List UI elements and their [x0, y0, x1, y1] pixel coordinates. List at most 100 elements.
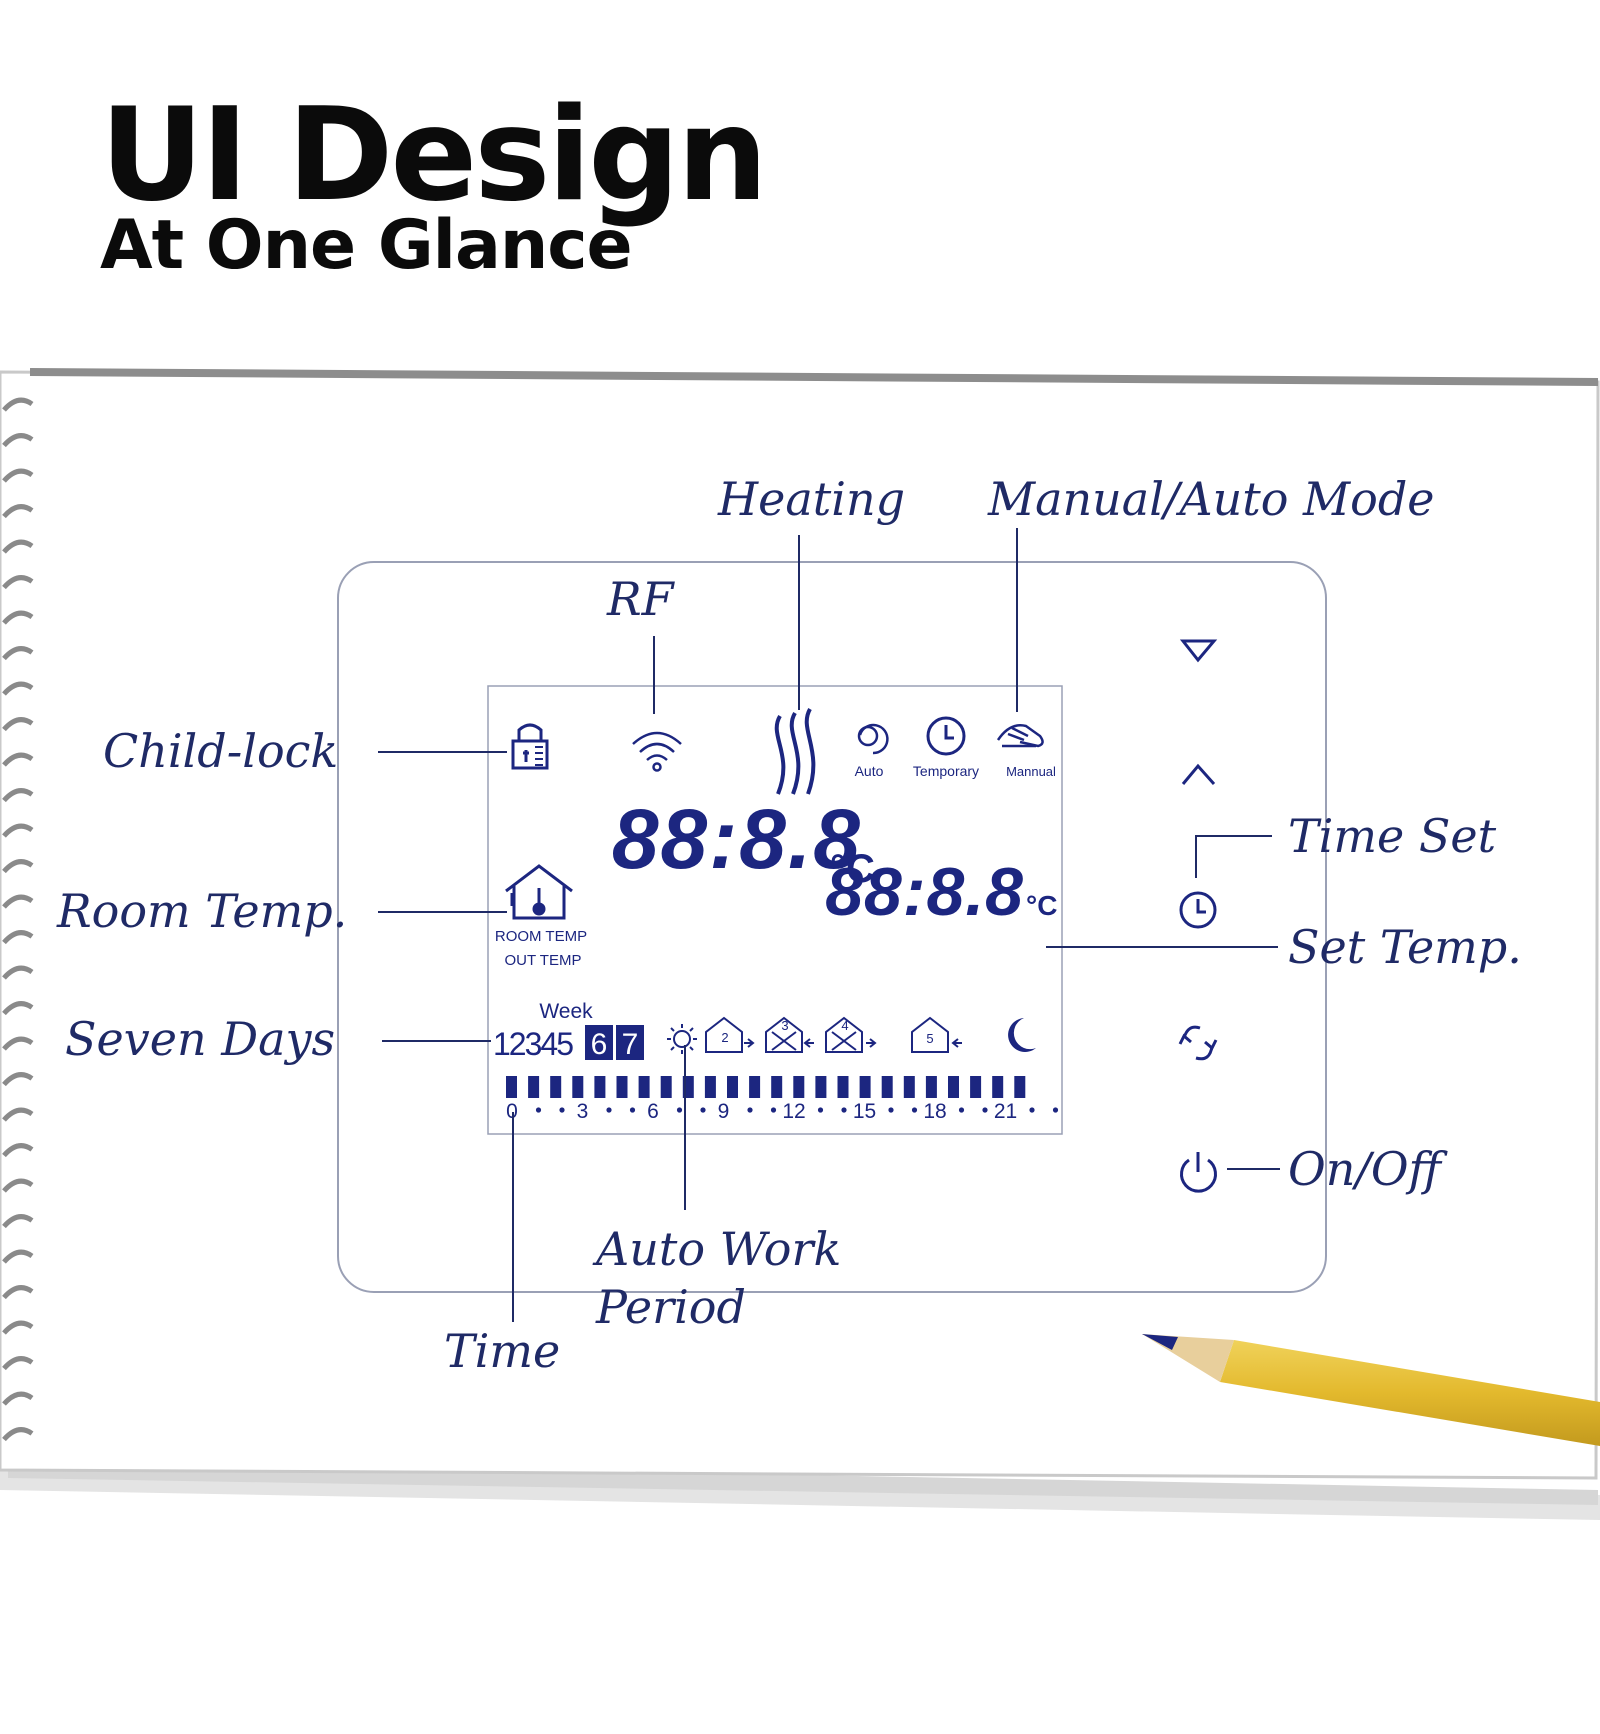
time-bar-segment: [948, 1076, 959, 1098]
time-bar-segment: [837, 1076, 849, 1098]
mode-temporary-label: Temporary: [913, 763, 979, 779]
spiral-coil: [2, 397, 34, 412]
time-bar-segment: [992, 1076, 1004, 1098]
period-number-6: 6: [1024, 1026, 1031, 1041]
time-scale-dot: [958, 1107, 965, 1113]
time-bar-segment: [859, 1076, 871, 1098]
time-bar-segment: [793, 1076, 805, 1098]
time-scale-dot: [841, 1107, 847, 1113]
time-bar-segment: [704, 1076, 716, 1098]
day-7: 7: [622, 1028, 639, 1061]
mode-manual-label: Mannual: [1006, 764, 1056, 779]
day-6: 6: [591, 1028, 608, 1061]
time-bar-segment: [771, 1076, 783, 1098]
time-bar-segment: [550, 1076, 562, 1098]
time-bar-segment: [970, 1076, 982, 1098]
label-manual-auto-mode: Manual/Auto Mode: [987, 472, 1435, 526]
spiral-coil: [2, 1072, 34, 1087]
spiral-coil: [2, 1107, 34, 1122]
time-scale-dot: [817, 1107, 824, 1113]
heating-icon: [774, 708, 816, 795]
time-set-leader: [1195, 835, 1272, 878]
spiral-coil: [2, 1356, 34, 1371]
notebook: [0, 368, 1600, 1520]
label-time: Time: [444, 1324, 560, 1378]
time-scale-dot: [700, 1107, 706, 1113]
pencil-body: [1220, 1340, 1600, 1446]
spiral-coil: [2, 717, 34, 732]
spiral-coil: [2, 1178, 34, 1193]
spiral-coil: [2, 823, 34, 838]
return-period-icon: [825, 1016, 877, 1053]
week-label: Week: [539, 1000, 593, 1023]
time-bar-segment: [528, 1076, 540, 1098]
temporary-mode-icon: [926, 716, 966, 756]
period-number-2: 2: [721, 1030, 728, 1045]
leave-period-icon: [705, 1016, 755, 1053]
temp-down-button[interactable]: [1179, 639, 1218, 663]
auto-mode-icon: [857, 723, 889, 755]
spiral-coil: [2, 1249, 34, 1264]
notebook-top-edge: [29, 368, 1599, 386]
thermostat-panel: [337, 561, 1327, 1293]
time-bar: [506, 1076, 1026, 1098]
time-scale-label: 9: [718, 1100, 730, 1123]
spiral-coil: [2, 965, 34, 980]
time-set-button[interactable]: [1179, 891, 1217, 929]
period-number-4: 4: [841, 1018, 848, 1033]
time-scale-dot: [911, 1107, 918, 1113]
spiral-coil: [2, 894, 34, 909]
house-thermometer-icon: [505, 864, 573, 920]
time-scale-dot: [535, 1107, 542, 1113]
time-scale-label: 15: [853, 1100, 876, 1123]
time-bar-segment: [682, 1076, 694, 1098]
set-temp-display: 88:8.8: [612, 792, 862, 886]
mode-cycle-button[interactable]: [1178, 1025, 1218, 1061]
label-rf: RF: [606, 572, 676, 626]
time-bar-segment: [925, 1076, 937, 1098]
spiral-coil: [2, 788, 34, 803]
time-scale-label: 0: [506, 1100, 518, 1123]
time-bar-segment: [881, 1076, 893, 1098]
power-button[interactable]: [1180, 1152, 1217, 1193]
schedule-period-icons: [667, 1016, 962, 1054]
out-temp-label: OUT TEMP: [505, 952, 582, 969]
wake-period-icon: [667, 1024, 697, 1054]
time-scale-dot: [606, 1107, 612, 1113]
time-bar-segment: [1014, 1076, 1026, 1098]
time-scale-dot: [982, 1107, 988, 1113]
room-temp-unit: °C: [830, 847, 875, 891]
spiral-coil: [2, 681, 34, 696]
notebook-spiral: [2, 397, 34, 1442]
page-title: UI Design: [100, 81, 768, 230]
day-7-highlight: [616, 1025, 644, 1060]
time-bar-segment: [727, 1076, 738, 1098]
period-number-5: 5: [926, 1031, 933, 1046]
spiral-coil: [2, 575, 34, 590]
room-temp-label: ROOM TEMP: [495, 928, 587, 945]
spiral-coil: [2, 1391, 34, 1406]
time-bar-segment: [506, 1076, 517, 1098]
label-time-set: Time Set: [1288, 809, 1497, 863]
spiral-coil: [2, 859, 34, 874]
time-bar-segment: [616, 1076, 628, 1098]
time-scale-dot: [747, 1107, 753, 1113]
time-bar-segment: [660, 1076, 672, 1098]
spiral-coil: [2, 468, 34, 483]
time-bar-segment: [815, 1076, 827, 1098]
label-child-lock: Child-lock: [103, 724, 338, 778]
mode-auto-label: Auto: [855, 763, 884, 779]
temp-up-button[interactable]: [1181, 763, 1216, 785]
spiral-coil: [2, 1001, 34, 1016]
time-scale-dot: [676, 1107, 683, 1113]
day-6-highlight: [585, 1025, 613, 1060]
time-scale-dot: [629, 1107, 636, 1113]
spiral-coil: [2, 646, 34, 661]
time-scale-label: 6: [647, 1100, 659, 1123]
time-scale-dot: [1052, 1107, 1059, 1113]
rf-signal-icon: [632, 731, 682, 772]
time-bar-segment: [594, 1076, 606, 1098]
time-scale-dot: [1029, 1107, 1035, 1113]
time-scale-label: 12: [782, 1100, 805, 1123]
time-bar-segment: [638, 1076, 650, 1098]
